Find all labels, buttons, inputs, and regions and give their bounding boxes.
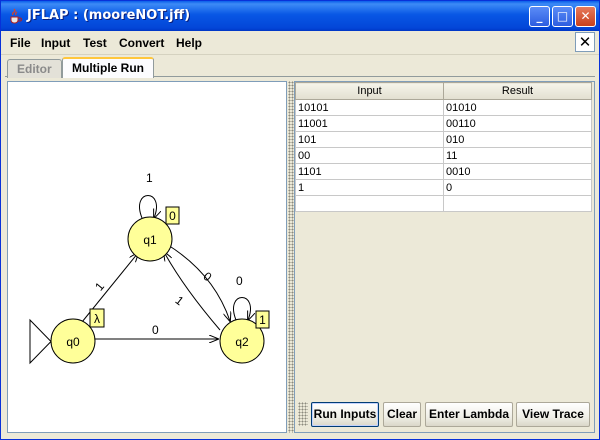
transition-label: 1 bbox=[92, 279, 107, 293]
column-header-input[interactable]: Input bbox=[295, 82, 444, 100]
close-document-button[interactable]: ✕ bbox=[575, 32, 595, 52]
transition-q1-loop[interactable]: 1 bbox=[139, 171, 157, 218]
button-toolbar: Run Inputs Clear Enter Lambda View Trace bbox=[295, 397, 594, 431]
result-cell: 010 bbox=[443, 131, 592, 148]
view-trace-button[interactable]: View Trace bbox=[516, 402, 590, 427]
clear-button[interactable]: Clear bbox=[383, 402, 421, 427]
tab-bar: Editor Multiple Run bbox=[5, 57, 595, 78]
enter-lambda-button[interactable]: Enter Lambda bbox=[425, 402, 513, 427]
split-pane-divider[interactable] bbox=[288, 81, 294, 433]
menu-help[interactable]: Help bbox=[176, 36, 203, 50]
result-cell: 0010 bbox=[443, 163, 592, 180]
state-output: 0 bbox=[169, 209, 176, 223]
window-title: JFLAP : (mooreNOT.jff) bbox=[27, 8, 191, 23]
state-output: λ bbox=[94, 312, 100, 326]
result-cell: 01010 bbox=[443, 99, 592, 116]
state-output-box bbox=[89, 308, 105, 328]
state-output-box bbox=[255, 310, 270, 329]
table-row[interactable] bbox=[295, 195, 592, 212]
transition-q0-q2[interactable]: 0 bbox=[95, 323, 218, 339]
result-cell: 0 bbox=[443, 179, 592, 196]
transition-label: 0 bbox=[236, 274, 243, 288]
close-button[interactable]: ✕ bbox=[575, 6, 596, 27]
menu-bar: File Input Test Convert Help bbox=[1, 31, 599, 55]
input-cell[interactable]: 1 bbox=[295, 179, 444, 196]
state-label: q1 bbox=[143, 233, 157, 247]
automaton-diagram: 1 0 1 0 0 1 bbox=[29, 171, 270, 365]
tab-editor[interactable]: Editor bbox=[7, 59, 62, 78]
tab-multiple-run[interactable]: Multiple Run bbox=[62, 57, 154, 78]
run-inputs-button[interactable]: Run Inputs bbox=[311, 402, 379, 427]
state-q2[interactable]: q2 1 bbox=[219, 310, 270, 364]
state-label: q2 bbox=[235, 335, 249, 349]
transition-label: 1 bbox=[146, 171, 153, 185]
transition-q1-q2[interactable]: 0 bbox=[167, 244, 230, 321]
java-cup-icon bbox=[10, 8, 22, 24]
input-cell[interactable]: 10101 bbox=[295, 99, 444, 116]
menu-test[interactable]: Test bbox=[83, 36, 107, 50]
maximize-button[interactable]: □ bbox=[552, 6, 573, 27]
title-bar[interactable]: JFLAP : (mooreNOT.jff) _ □ ✕ bbox=[1, 1, 599, 31]
transition-label: 0 bbox=[201, 269, 215, 284]
input-cell[interactable]: 00 bbox=[295, 147, 444, 164]
state-q0[interactable]: q0 λ bbox=[50, 308, 105, 364]
transition-q2-loop[interactable]: 0 bbox=[233, 274, 251, 320]
transition-label: 1 bbox=[173, 293, 187, 308]
input-cell[interactable] bbox=[295, 195, 444, 212]
state-output: 1 bbox=[259, 313, 266, 327]
result-cell: 11 bbox=[443, 147, 592, 164]
minimize-button[interactable]: _ bbox=[529, 6, 550, 27]
menu-input[interactable]: Input bbox=[41, 36, 71, 50]
transition-label: 0 bbox=[152, 323, 159, 337]
automaton-canvas[interactable]: 1 0 1 0 0 1 bbox=[7, 81, 287, 433]
column-header-result[interactable]: Result bbox=[443, 82, 592, 100]
toolbar-grip[interactable] bbox=[298, 402, 308, 426]
state-q1[interactable]: q1 0 bbox=[127, 206, 180, 262]
input-cell[interactable]: 101 bbox=[295, 131, 444, 148]
input-cell[interactable]: 11001 bbox=[295, 115, 444, 132]
state-label: q0 bbox=[66, 335, 80, 349]
menu-file[interactable]: File bbox=[10, 36, 31, 50]
state-output-box bbox=[165, 206, 180, 225]
result-cell bbox=[443, 195, 592, 212]
result-cell: 00110 bbox=[443, 115, 592, 132]
initial-state-marker bbox=[29, 318, 52, 365]
menu-convert[interactable]: Convert bbox=[119, 36, 165, 50]
input-cell[interactable]: 1101 bbox=[295, 163, 444, 180]
